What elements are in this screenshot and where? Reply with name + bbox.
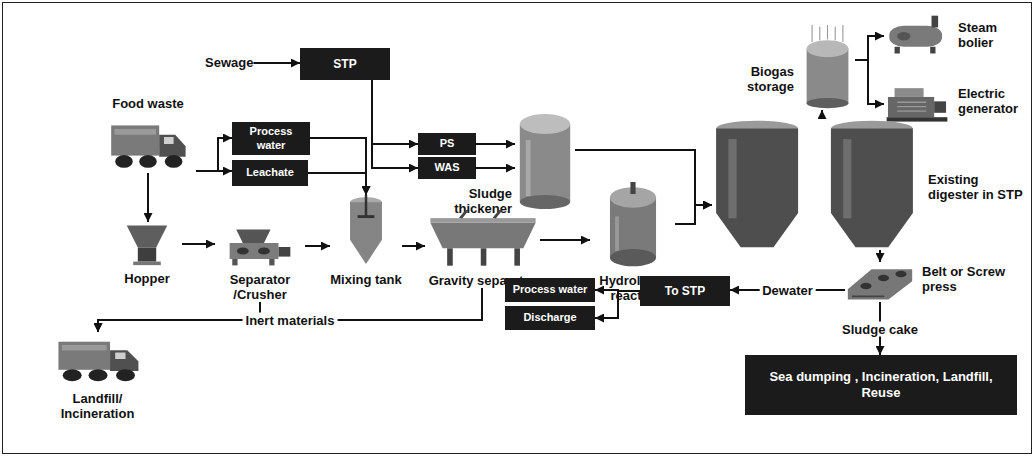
equipment-node: Separator /Crusher	[215, 227, 305, 302]
equipment-illustration	[124, 222, 170, 266]
flow-arrow	[196, 170, 232, 172]
flow-arrow	[305, 245, 330, 247]
equipment-node: Gravity separator	[425, 210, 540, 288]
node-label: Existing digester in STP	[928, 172, 1026, 202]
flow-arrow	[821, 110, 823, 118]
grav-icon	[427, 210, 539, 268]
node-label: Food waste	[100, 96, 196, 111]
equipment-node: Electric generator	[884, 82, 950, 126]
process-box: Process water	[232, 122, 310, 155]
node-label: Leachate	[246, 166, 294, 179]
node-label: Mixing tank	[330, 272, 402, 287]
equipment-illustration	[108, 115, 188, 173]
flow-arrow	[675, 205, 712, 224]
node-label: Separator /Crusher	[215, 272, 305, 302]
node-label: Process water	[237, 125, 305, 151]
flow-arrow	[476, 167, 515, 169]
node-label: Landfill/ Incineration	[45, 391, 150, 421]
flow-arrow	[182, 243, 215, 245]
process-box: STP	[300, 48, 390, 80]
equipment-node: Landfill/ Incineration	[45, 332, 150, 421]
flow-label: Dewater	[759, 283, 816, 298]
node-label: WAS	[434, 161, 459, 174]
flow-arrow	[98, 288, 482, 332]
node-label: Electric generator	[958, 86, 1028, 116]
flow-arrow	[855, 60, 884, 104]
equipment-node: Hopper	[112, 222, 182, 286]
gen-icon	[884, 82, 950, 126]
node-label: Biogas storage	[716, 64, 794, 94]
node-label: Belt or Screw press	[922, 264, 1012, 294]
process-box: Sea dumping , Incineration, Landfill, Re…	[745, 355, 1017, 415]
equipment-illustration	[427, 210, 539, 268]
equipment-node: Sludge thickener	[515, 110, 575, 210]
node-label: Process water	[513, 283, 588, 296]
truck-icon	[108, 115, 188, 173]
equipment-illustration	[345, 195, 387, 267]
flow-arrow	[98, 302, 260, 332]
equipment-node: Existing digester in STP	[712, 118, 917, 250]
boiler-icon	[884, 14, 950, 56]
reactor-icon	[601, 182, 665, 268]
node-label: To STP	[665, 284, 705, 298]
flow-arrow	[402, 245, 425, 247]
flow-label: Inert materials	[243, 313, 338, 328]
hopper-icon	[124, 222, 170, 266]
press-icon	[845, 262, 915, 302]
flow-arrow	[855, 36, 884, 60]
node-label: STP	[333, 57, 356, 71]
equipment-node: Steam bolier	[884, 14, 950, 56]
node-label: Steam bolier	[958, 20, 1028, 50]
process-box: Process water	[505, 278, 595, 302]
crusher-icon	[227, 227, 293, 267]
process-box: To STP	[640, 276, 730, 306]
flow-arrow	[540, 239, 590, 241]
process-box: Leachate	[232, 160, 308, 186]
equipment-node: Belt or Screw press	[845, 262, 915, 302]
flow-arrow	[253, 62, 300, 64]
node-label: Sea dumping , Incineration, Landfill, Re…	[750, 369, 1012, 400]
equipment-illustration	[601, 182, 665, 268]
mix-icon	[345, 195, 387, 267]
truck-icon	[55, 332, 141, 386]
process-box: PS	[418, 133, 476, 155]
flow-arrow	[310, 138, 366, 195]
node-label: Hopper	[112, 271, 182, 286]
node-label: PS	[440, 137, 455, 150]
equipment-node: Food waste	[100, 96, 196, 173]
node-label: Sewage	[205, 55, 253, 70]
thick-icon	[515, 110, 575, 210]
process-box: Discharge	[505, 306, 595, 330]
gas-icon	[800, 25, 855, 110]
equipment-node: Biogas storage	[800, 25, 855, 110]
flow-arrow	[879, 250, 881, 262]
flow-arrow	[372, 80, 418, 144]
source-text: Sewage	[205, 55, 253, 70]
node-label: Discharge	[523, 311, 576, 324]
equipment-illustration	[55, 332, 141, 386]
flow-arrow	[196, 138, 232, 171]
process-box: WAS	[418, 157, 476, 179]
flow-arrow	[372, 80, 418, 168]
node-label: Sludge thickener	[444, 186, 512, 216]
dig-icon	[712, 118, 917, 250]
flow-arrow	[308, 173, 366, 195]
flow-arrow	[476, 143, 515, 145]
equipment-node: Mixing tank	[330, 195, 402, 287]
flow-arrow	[147, 173, 149, 222]
equipment-illustration	[227, 227, 293, 267]
flow-label: Sludge cake	[839, 321, 921, 336]
